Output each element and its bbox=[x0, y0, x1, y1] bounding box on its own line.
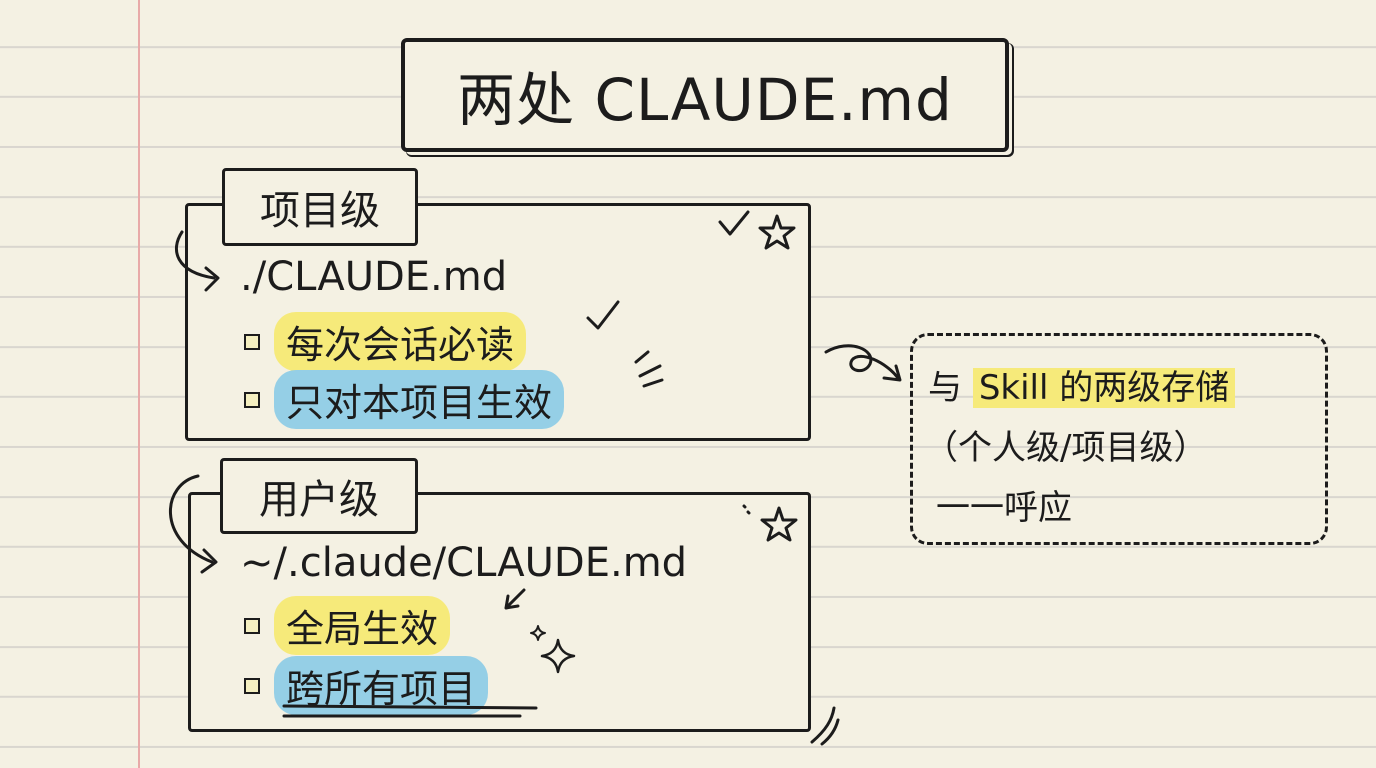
list-item: 只对本项目生效 bbox=[244, 370, 565, 429]
project-level-path: ./CLAUDE.md bbox=[240, 254, 508, 300]
bullet-box bbox=[244, 617, 260, 634]
highlight-text: 全局生效 bbox=[274, 596, 451, 655]
page-title: 两处 CLAUDE.md bbox=[401, 38, 1009, 152]
arrow-head-icon bbox=[882, 364, 902, 382]
arrow-icon bbox=[824, 344, 900, 380]
note-line-1: 与 Skill 的两级存储 bbox=[928, 360, 1236, 409]
note-line-2: （个人级/项目级） bbox=[924, 428, 1208, 468]
project-level-tag: 项目级 bbox=[222, 168, 418, 246]
margin-line bbox=[138, 0, 140, 768]
scribble-icon bbox=[810, 706, 840, 746]
note-highlight: Skill 的两级存储 bbox=[972, 368, 1236, 408]
user-level-tag: 用户级 bbox=[220, 458, 418, 534]
bullet-box bbox=[244, 391, 260, 408]
list-item: 跨所有项目 bbox=[244, 656, 489, 715]
bullet-box bbox=[244, 677, 260, 694]
bullet-box bbox=[244, 333, 260, 350]
note-prefix: 与 bbox=[928, 368, 973, 408]
note-line-3: 一一呼应 bbox=[936, 488, 1072, 528]
list-item: 每次会话必读 bbox=[244, 312, 527, 371]
highlight-text: 跨所有项目 bbox=[274, 656, 489, 715]
highlight-text: 每次会话必读 bbox=[274, 312, 527, 371]
list-item: 全局生效 bbox=[244, 596, 451, 655]
user-level-path: ~/.claude/CLAUDE.md bbox=[240, 540, 688, 586]
highlight-text: 只对本项目生效 bbox=[274, 370, 565, 429]
note-box bbox=[910, 333, 1328, 545]
